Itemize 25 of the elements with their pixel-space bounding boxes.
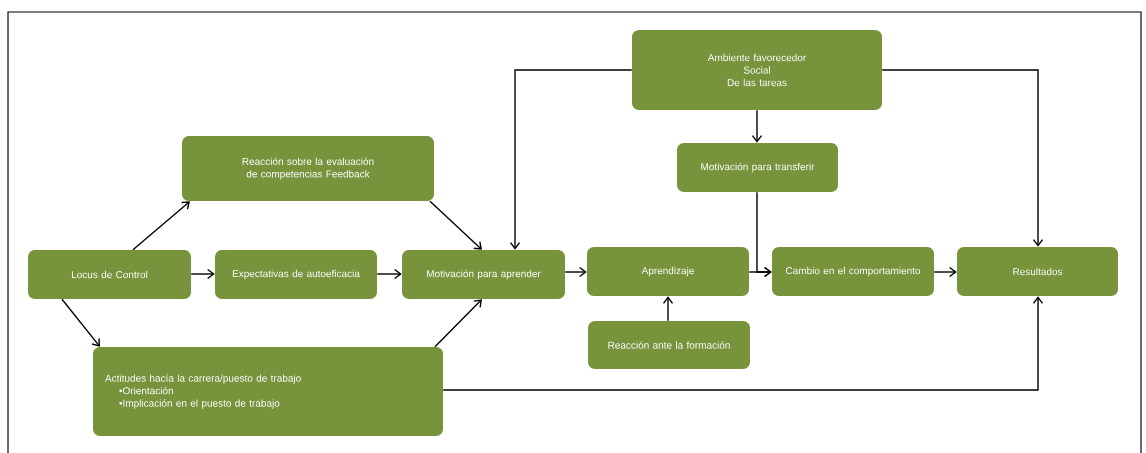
- process-box: Locus de Control: [28, 250, 191, 299]
- arrow: [933, 266, 957, 278]
- arrow: [61, 298, 100, 347]
- arrow: [376, 268, 402, 280]
- arrow: [190, 268, 215, 280]
- arrow: [662, 296, 674, 322]
- process-box: Cambio en el comportamiento: [772, 247, 934, 296]
- process-box: Aprendizaje: [587, 247, 749, 296]
- arrow: [434, 299, 482, 348]
- arrow: [748, 266, 772, 278]
- process-box: Actitudes hacía la carrera/puesto de trabajo •Orientación •Implicación en el puesto de trabajo: [93, 347, 443, 436]
- process-box: Motivación para transferir: [677, 143, 838, 192]
- arrow: [509, 69, 633, 250]
- arrow: [132, 201, 190, 251]
- arrow: [751, 109, 763, 143]
- process-box: Expectativas de autoeficacia: [215, 250, 377, 299]
- arrow: [564, 266, 587, 278]
- process-box: Resultados: [957, 247, 1118, 296]
- process-box: Reacción sobre la evaluación de competencias Feedback: [182, 136, 434, 201]
- arrow: [881, 69, 1044, 247]
- arrow: [429, 200, 482, 250]
- process-box: Motivación para aprender: [402, 250, 565, 299]
- process-box: Reacción ante la formación: [588, 321, 750, 369]
- process-box: Ambiente favorecedor Social De las tareas: [632, 30, 882, 110]
- arrow: [442, 296, 1044, 391]
